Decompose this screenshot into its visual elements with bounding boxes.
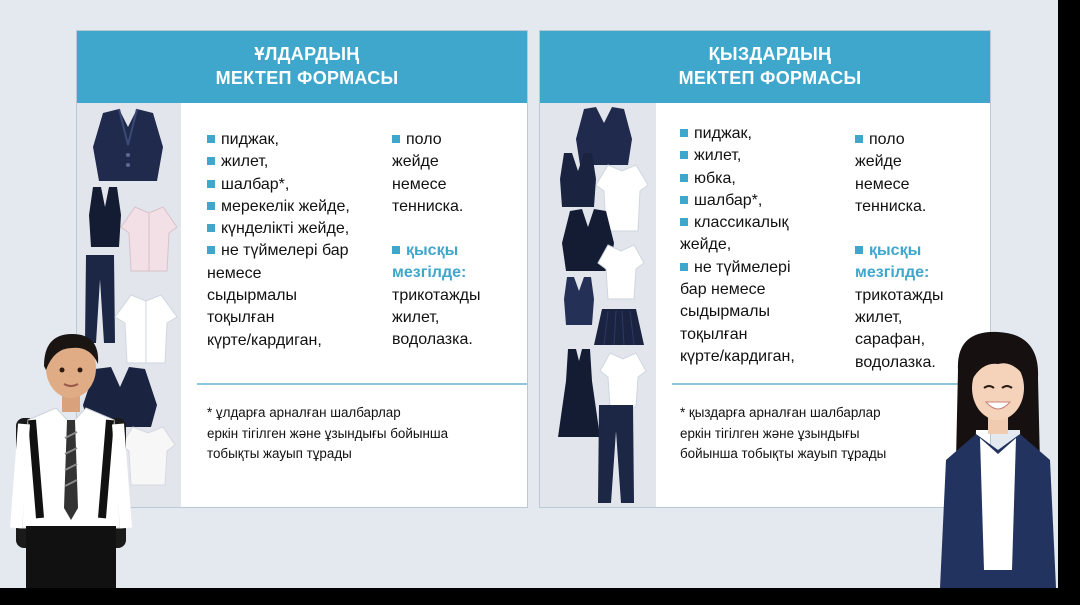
list-item: сыдырмалы xyxy=(680,303,770,321)
dress-illustration xyxy=(558,349,600,437)
list-item: поло xyxy=(392,129,480,151)
list-item: не түймелері xyxy=(680,257,795,279)
trousers-illustration xyxy=(598,405,634,503)
bullet-icon xyxy=(680,195,688,204)
bullet-icon xyxy=(207,201,215,210)
girls-clothes-strip xyxy=(540,103,656,507)
bullet-icon xyxy=(392,246,400,255)
bullet-icon xyxy=(855,135,863,143)
girls-footnote: * қыздарға арналған шалбарлар еркін тігі… xyxy=(680,405,887,461)
boys-title-line1: ҰЛДАРДЫҢ xyxy=(254,44,360,64)
list-item: водолазка. xyxy=(392,331,473,349)
list-item: жейде, xyxy=(680,236,732,254)
girl-figure xyxy=(940,331,1056,588)
bullet-icon xyxy=(207,157,215,166)
list-item: жилет, xyxy=(207,151,350,173)
list-item: бар немесе xyxy=(680,281,766,299)
list-item: юбка, xyxy=(680,168,795,190)
list-item: пиджак, xyxy=(680,123,795,145)
list-item: мерекелік жейде, xyxy=(207,196,350,218)
trousers-illustration xyxy=(85,255,115,343)
girls-divider xyxy=(672,383,990,385)
boys-footnote: * ұлдарға арналған шалбарлар еркін тігіл… xyxy=(207,405,449,461)
list-item: не түймелері бар xyxy=(207,240,350,262)
shirt-illustration xyxy=(599,352,647,408)
girls-item-list: пиджак, жилет, юбка, шалбар*, классикалы… xyxy=(680,123,795,368)
spacer xyxy=(392,218,480,240)
girls-uniform-panel: ҚЫЗДАРДЫҢ МЕКТЕП ФОРМАСЫ xyxy=(539,30,991,508)
bullet-icon xyxy=(680,262,688,271)
list-item: немесе xyxy=(392,175,447,193)
list-item: трикотажды xyxy=(392,286,481,304)
boys-item-list: пиджак, жилет, шалбар*, мерекелік жейде,… xyxy=(207,129,350,352)
list-item: тоқылған xyxy=(207,309,275,327)
list-item: водолазка. xyxy=(855,353,936,371)
bullet-icon xyxy=(680,173,688,182)
list-item: жилет, xyxy=(680,145,795,167)
list-item: жейде xyxy=(855,153,902,171)
bullet-icon xyxy=(207,179,215,188)
boys-item-list-2: поло жейде немесе тенниска. қысқы мезгіл… xyxy=(392,129,480,352)
shirt-illustration xyxy=(114,294,178,364)
boys-uniform-panel: ҰЛДАРДЫҢ МЕКТЕП ФОРМАСЫ xyxy=(76,30,528,508)
list-item: поло xyxy=(855,129,943,151)
girls-panel-header: ҚЫЗДАРДЫҢ МЕКТЕП ФОРМАСЫ xyxy=(540,31,990,103)
vest-illustration xyxy=(564,277,594,325)
vest-illustration xyxy=(89,187,121,247)
list-item: сарафан, xyxy=(855,331,926,349)
list-item-accent: мезгілде: xyxy=(855,264,930,282)
vest-illustration xyxy=(560,153,596,207)
list-item: немесе xyxy=(207,264,262,282)
cardigan-illustration xyxy=(83,367,157,427)
slide: ҰЛДАРДЫҢ МЕКТЕП ФОРМАСЫ xyxy=(0,0,1058,588)
bullet-icon xyxy=(855,246,863,255)
list-item: сыдырмалы xyxy=(207,287,297,305)
cardigan-illustration xyxy=(562,209,614,271)
blazer-illustration xyxy=(576,107,632,165)
bullet-icon xyxy=(207,246,215,255)
shirt-illustration xyxy=(597,244,645,300)
shirt-illustration xyxy=(120,206,178,272)
boy-figure xyxy=(10,334,132,588)
girls-title-line2: МЕКТЕП ФОРМАСЫ xyxy=(678,68,862,88)
girls-item-list-2: поло жейде немесе тенниска. қысқы мезгіл… xyxy=(855,129,943,374)
list-item: жилет, xyxy=(855,309,903,327)
list-item: күнделікті жейде, xyxy=(207,218,350,240)
list-item: трикотажды xyxy=(855,286,944,304)
list-item: тоқылған xyxy=(680,325,748,343)
list-item: тенниска. xyxy=(855,197,927,215)
bullet-icon xyxy=(207,135,215,143)
boys-title-line2: МЕКТЕП ФОРМАСЫ xyxy=(215,68,399,88)
boys-panel-header: ҰЛДАРДЫҢ МЕКТЕП ФОРМАСЫ xyxy=(77,31,527,103)
bullet-icon xyxy=(680,218,688,227)
list-item: шалбар*, xyxy=(207,174,350,196)
list-item-accent: қысқы xyxy=(855,240,943,262)
skirt-illustration xyxy=(594,309,644,346)
list-item: жейде xyxy=(392,153,439,171)
bullet-icon xyxy=(680,129,688,137)
list-item: классикалық xyxy=(680,212,795,234)
list-item: жилет, xyxy=(392,309,440,327)
list-item: тенниска. xyxy=(392,197,464,215)
list-item: күрте/кардиган, xyxy=(207,331,322,349)
shirt-illustration xyxy=(595,164,649,232)
list-item: немесе xyxy=(855,175,910,193)
spacer xyxy=(855,218,943,240)
list-item-accent: мезгілде: xyxy=(392,264,467,282)
list-item: шалбар*, xyxy=(680,190,795,212)
list-item-accent: қысқы xyxy=(392,240,480,262)
bullet-icon xyxy=(207,224,215,233)
list-item: күрте/кардиган, xyxy=(680,347,795,365)
bullet-icon xyxy=(680,151,688,160)
list-item: пиджак, xyxy=(207,129,350,151)
blazer-illustration xyxy=(93,108,163,181)
girls-title-line1: ҚЫЗДАРДЫҢ xyxy=(708,44,832,64)
boys-divider xyxy=(197,383,527,385)
bullet-icon xyxy=(392,135,400,143)
